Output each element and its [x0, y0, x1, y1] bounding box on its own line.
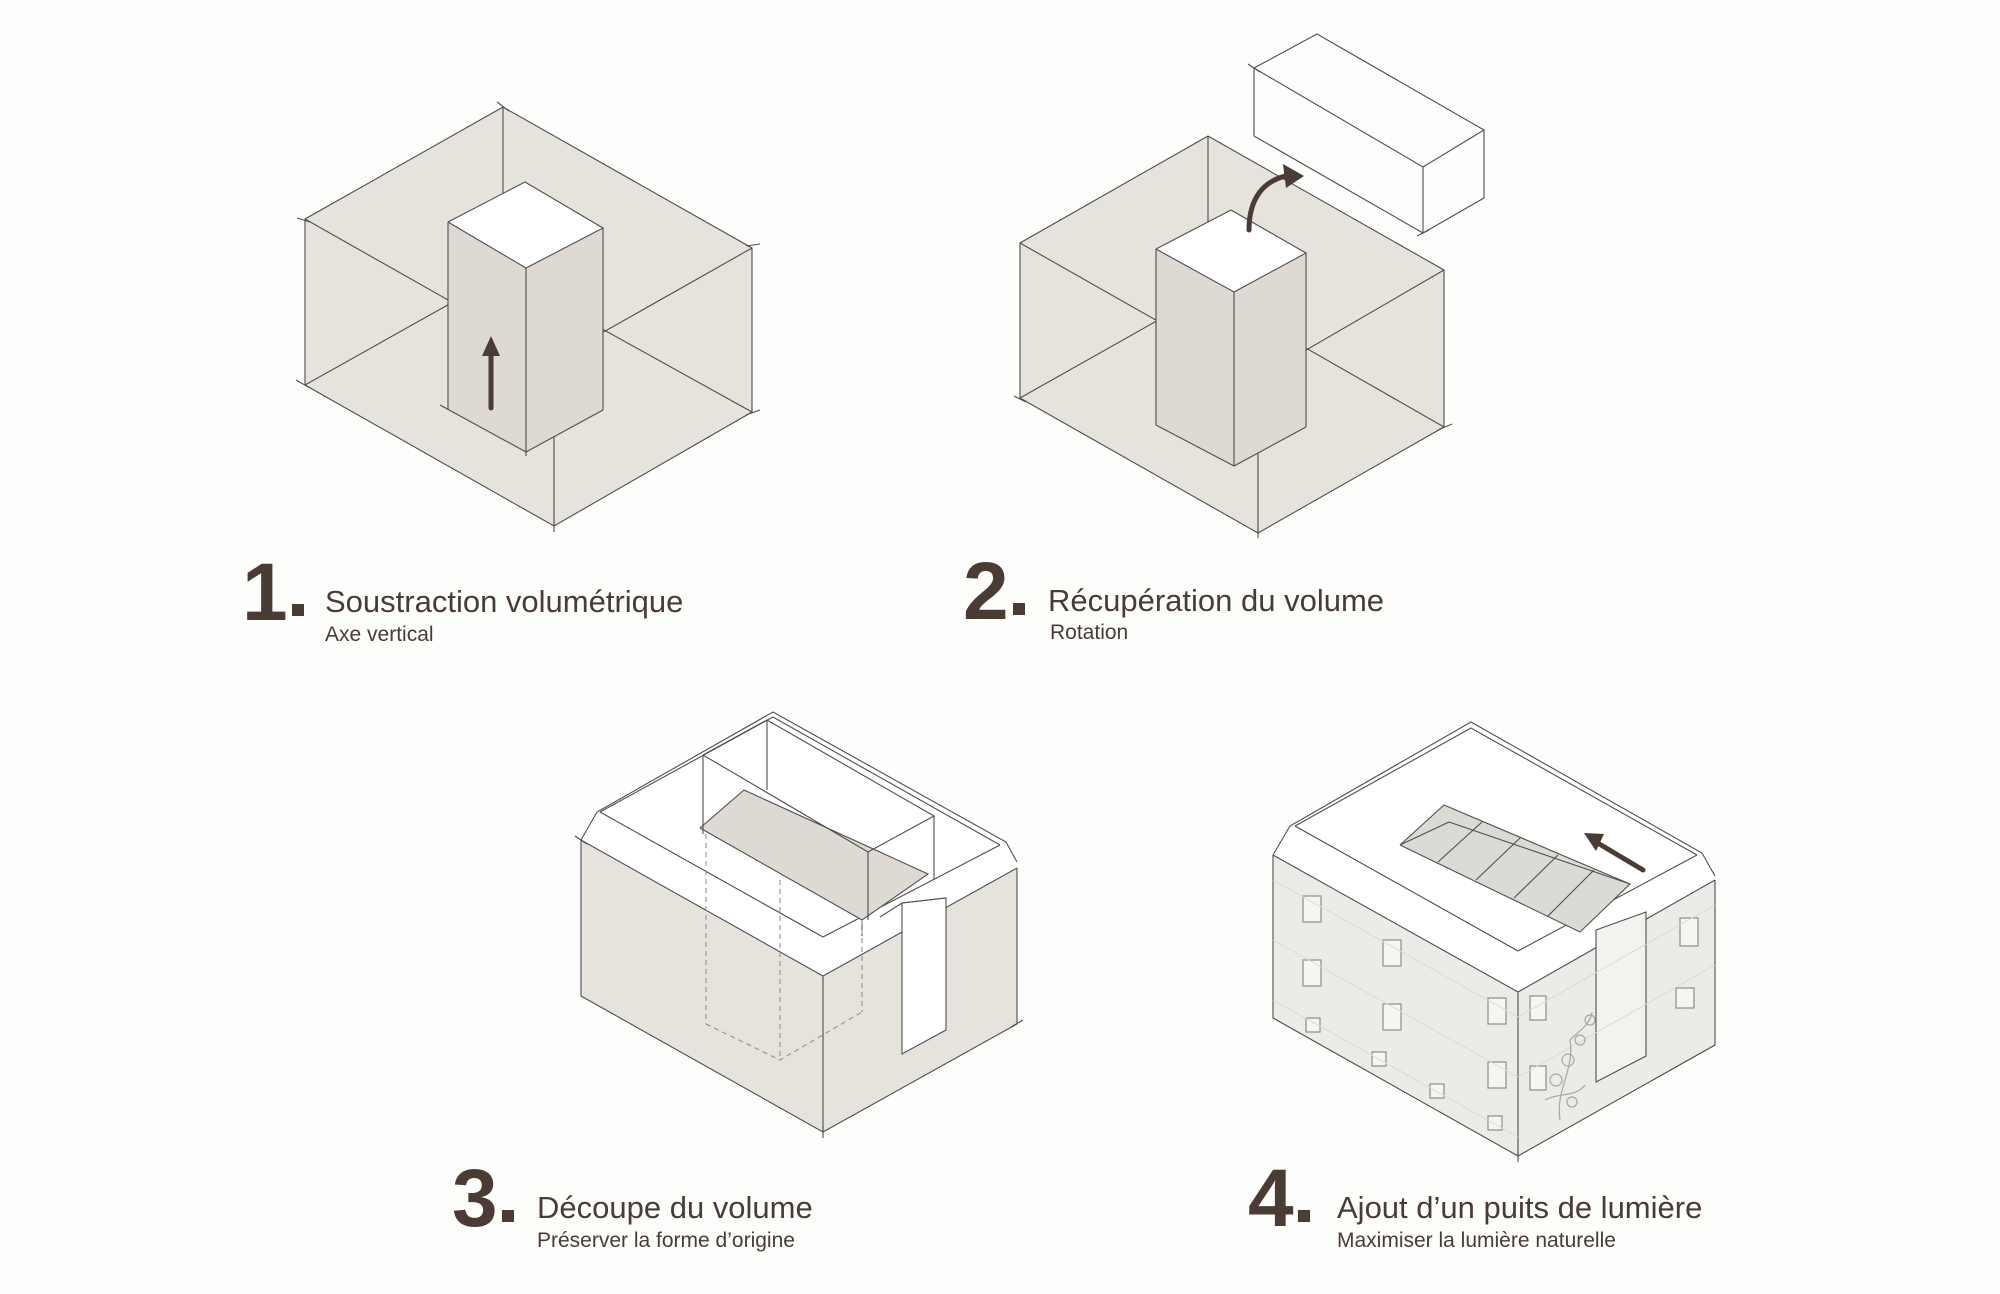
step-2-title: Récupération du volume: [1048, 583, 1385, 618]
step-1-number: 1: [242, 547, 288, 638]
step-3-number: 3: [452, 1153, 498, 1244]
curved-arrow-icon: [1283, 164, 1304, 188]
step-1-subtitle: Axe vertical: [325, 623, 434, 646]
step-3-title: Découpe du volume: [537, 1190, 813, 1225]
step-3-caption: 3 Découpe du volume Préserver la forme d…: [452, 1158, 972, 1258]
step-2-volume: [1013, 33, 1486, 538]
step-4-dot: [1298, 1210, 1310, 1222]
arrow-up-icon: [482, 336, 500, 356]
step-2-caption: 2 Récupération du volume Rotation: [963, 551, 1483, 651]
arrow-diagonal-icon: [1584, 833, 1604, 851]
vine-decoration: [1544, 1011, 1596, 1121]
step-3-volume: [574, 711, 1024, 1138]
step-4-title: Ajout d’un puits de lumière: [1337, 1190, 1703, 1225]
step-4-volume: [1272, 721, 1716, 1162]
step-3-dot: [502, 1210, 514, 1222]
step-2-subtitle: Rotation: [1050, 621, 1129, 644]
step-4-subtitle: Maximiser la lumière naturelle: [1337, 1229, 1616, 1252]
step-4-number: 4: [1248, 1153, 1294, 1244]
step-1-title: Soustraction volumétrique: [325, 584, 684, 619]
lifted-block: [1247, 33, 1486, 237]
step-2-number: 2: [963, 546, 1009, 637]
step-2-dot: [1013, 603, 1025, 615]
skylight: [1399, 804, 1631, 933]
step-1-volume: [295, 101, 761, 532]
step-1-dot: [292, 604, 304, 616]
step-1-caption: 1 Soustraction volumétrique Axe vertical: [242, 552, 762, 652]
facade-texture: [1272, 879, 1716, 1138]
step-4-caption: 4 Ajout d’un puits de lumière Maximiser …: [1248, 1158, 1848, 1258]
step-3-subtitle: Préserver la forme d’origine: [537, 1229, 795, 1252]
